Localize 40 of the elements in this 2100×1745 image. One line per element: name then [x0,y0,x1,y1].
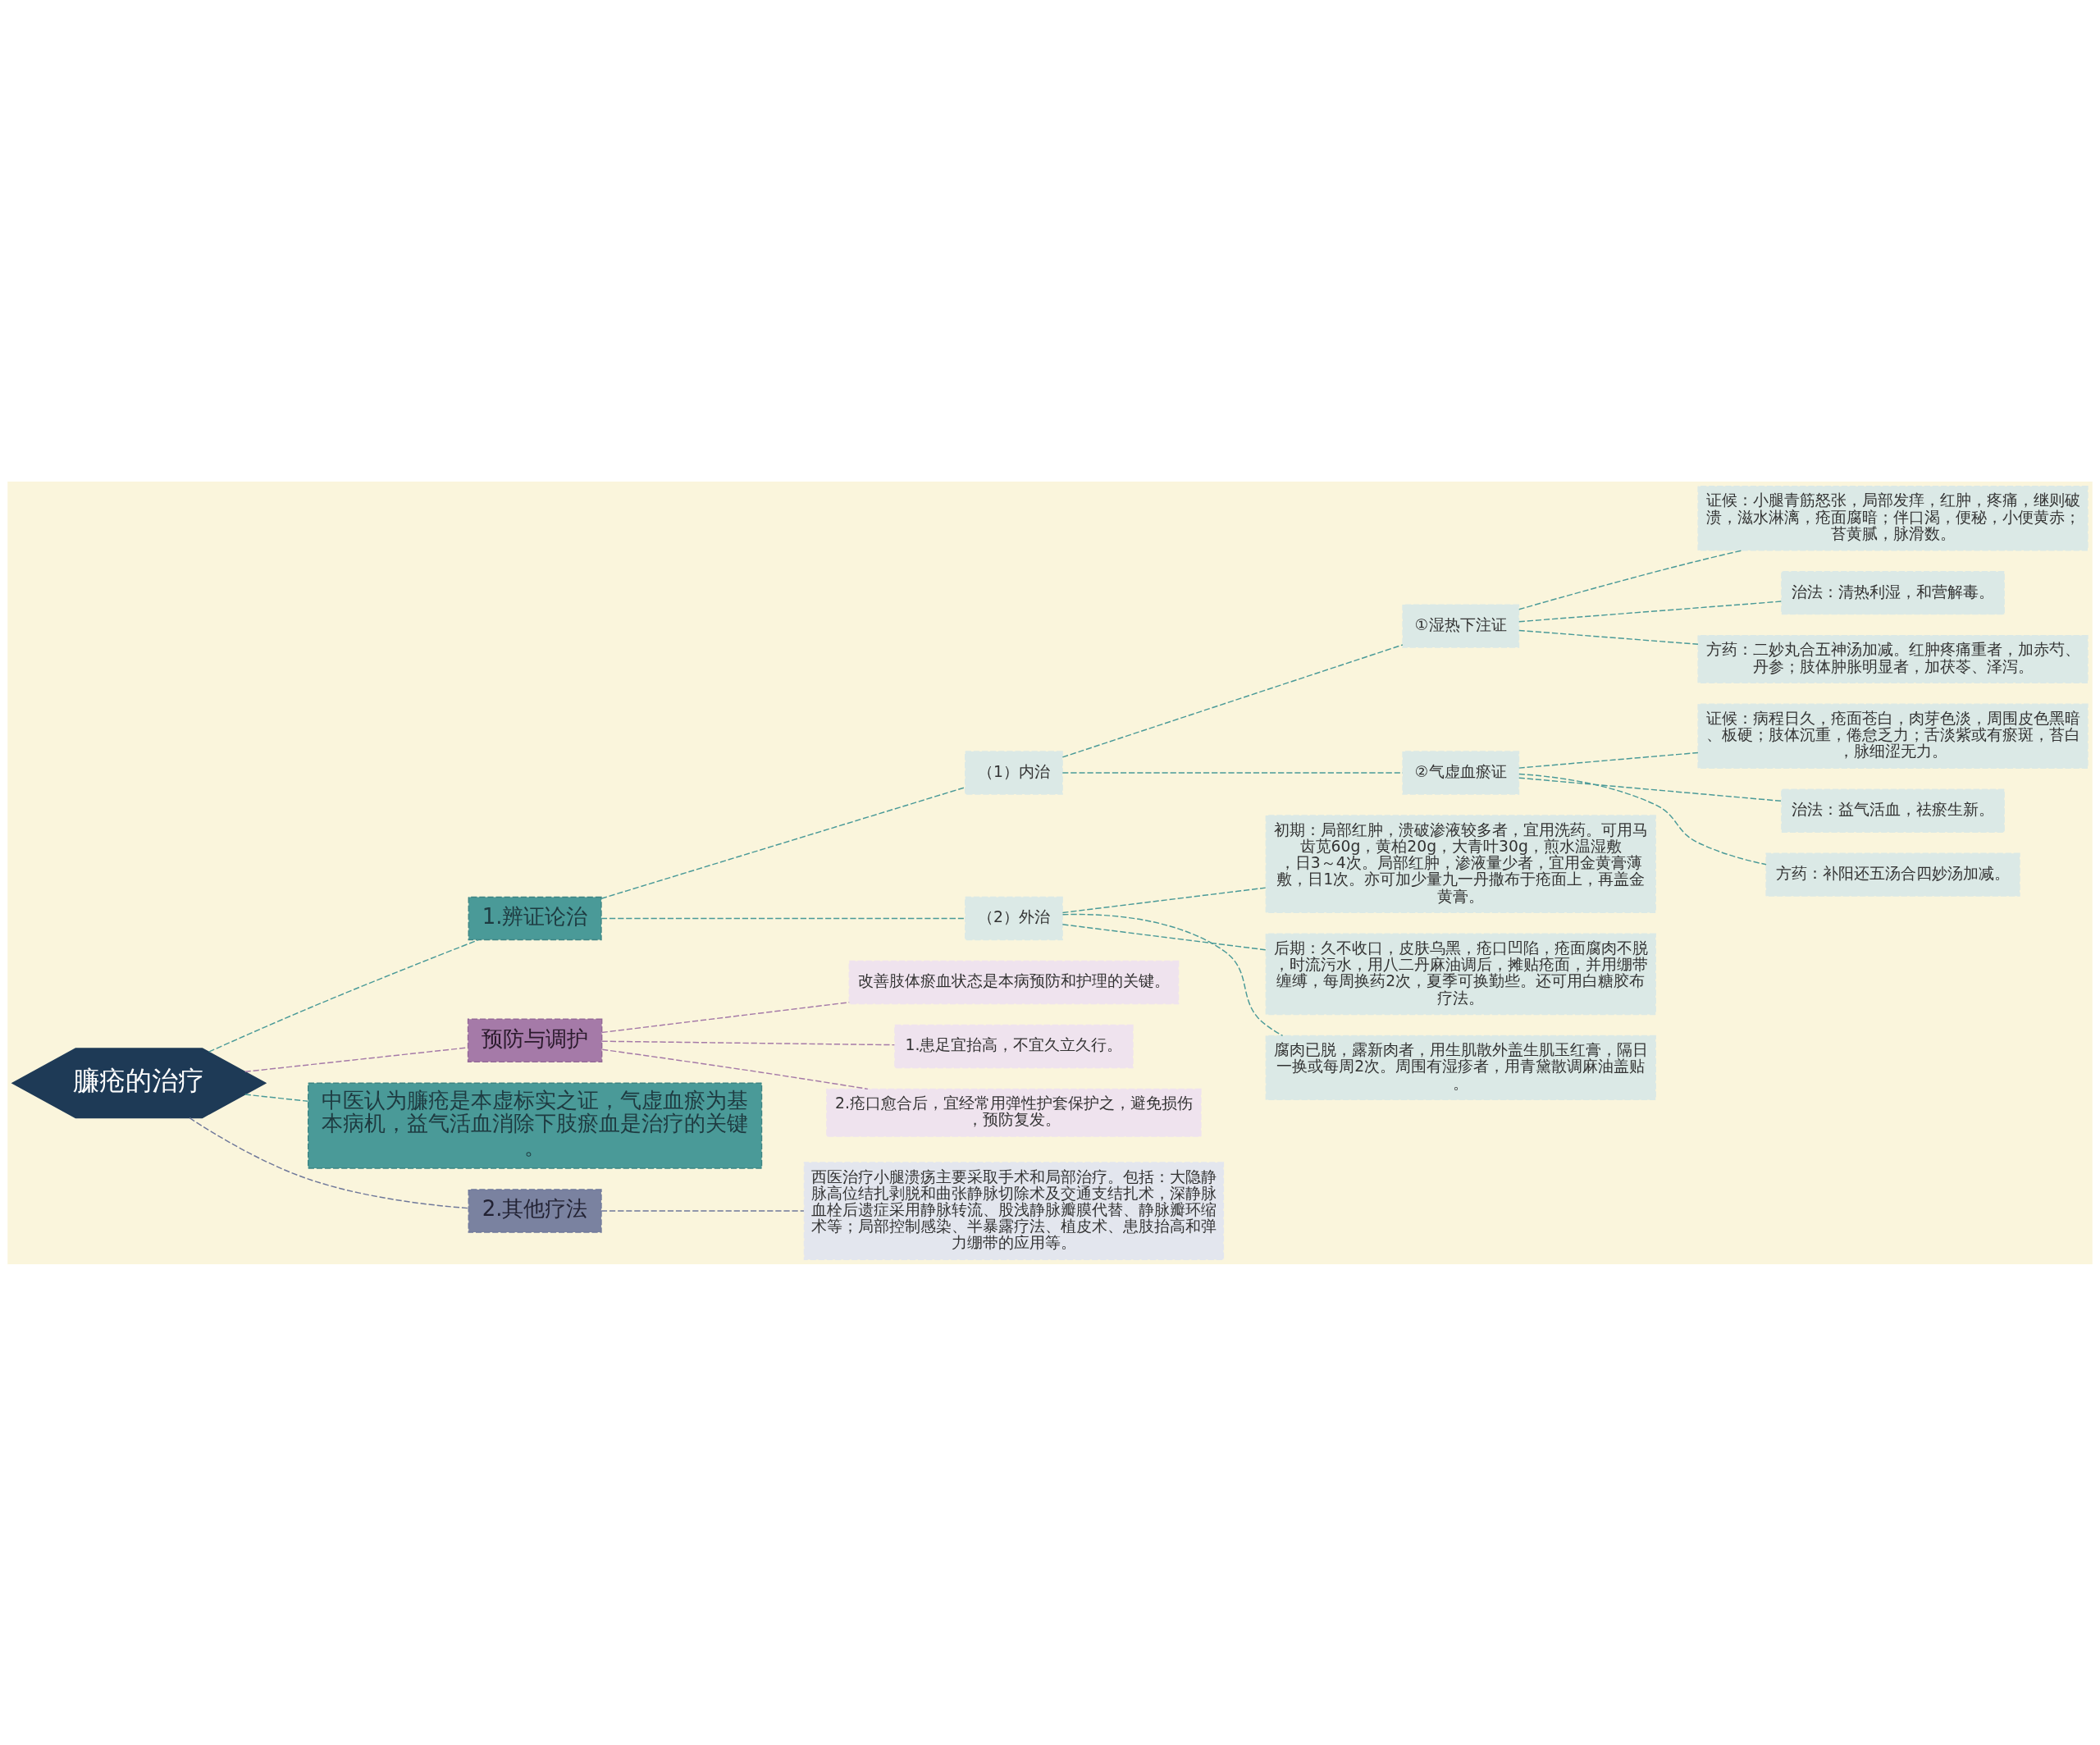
node-box: 证候：病程日久，疮面苍白，肉芽色淡，周围皮色黑暗、板硬；肢体沉重，倦怠乏力；舌淡紫或有瘀斑，苔白，脉细涩无力。 [1697,703,2089,769]
connector [1518,600,1783,622]
node-box: 预防与调护 [467,1018,603,1062]
connector [1061,923,1267,950]
connector [208,939,479,1053]
node-box: 治法：清热利湿，和营解毒。 [1781,570,2005,614]
connector [1518,549,1743,610]
connector [244,1046,469,1072]
connector [1518,773,1767,865]
node-box: 西医治疗小腿溃疡主要采取手术和局部治疗。包括：大隐静脉高位结扎剥脱和曲张静脉切除术及交通支结扎术，深静脉血栓后遗症采用静脉转流、股浅静脉瓣膜代替、静脉瓣环缩术等；局部控制感染、半暴露疗法、植皮术、患肢抬高和弹力绷带的应用等。 [803,1161,1225,1260]
node-box: （2）外治 [965,896,1063,940]
node-box: 1.患足宜抬高，不宜久立久行。 [894,1024,1134,1068]
node-box: 中医认为臁疮是本虚标实之证，气虚血瘀为基本病机，益气活血消除下肢瘀血是治疗的关键。 [308,1081,763,1169]
node-box: 1.辨证论治 [468,896,602,940]
connector [1061,643,1404,758]
node-box: 腐肉已脱，露新肉者，用生肌散外盖生肌玉红膏，隔日一换或每周2次。周围有湿疹者，用青黛散调麻油盖贴。 [1265,1035,1656,1100]
node-box: 2.疮口愈合后，宜经常用弹性护套保护之，避免损伤，预防复发。 [826,1088,1202,1137]
node-box: 方药：补阳还五汤合四妙汤加减。 [1765,852,2020,897]
connector [1061,913,1284,1036]
node-box: 后期：久不收口，皮肤乌黑，疮口凹陷，疮面腐肉不脱，时流污水，用八二丹麻油调后，摊贴疮面，并用绷带缠缚，每周换药2次，夏季可换勤些。还可用白糖胶布疗法。 [1265,933,1656,1015]
connector [244,1093,309,1102]
node-box: ②气虚血瘀证 [1402,750,1520,795]
node-box: 方药：二妙丸合五神汤加减。红肿疼痛重者，加赤芍、丹参；肢体肿胀明显者，加茯苓、泽泻。 [1697,634,2089,683]
connector [1518,776,1783,802]
node-box: 证候：小腿青筋怒张，局部发痒，红肿，疼痛，继则破溃，滋水淋漓，疮面腐暗；伴口渴，便秘，小便黄赤；苔黄腻，脉滑数。 [1697,485,2089,550]
connector [189,1117,469,1208]
node-box: （1）内治 [965,750,1063,795]
connector [1518,629,1699,645]
connector [1061,886,1267,913]
connector [601,1048,869,1089]
connector [600,917,966,919]
node-box: 改善肢体瘀血状态是本病预防和护理的关键。 [848,960,1180,1004]
node-box: ①湿热下注证 [1402,603,1520,648]
connector [600,786,966,899]
node-box: 2.其他疗法 [468,1188,602,1233]
node-box: 治法：益气活血，祛瘀生新。 [1781,788,2005,833]
connector [1518,751,1699,769]
connector [600,1209,805,1212]
connector [601,1040,896,1045]
node-box: 初期：局部红肿，溃破渗液较多者，宜用洗药。可用马齿苋60g，黄柏20g，大青叶30g，煎水温湿敷，日3～4次。局部红肿，渗液量少者，宜用金黄膏薄敷，日1次。亦可加少量九一丹撒布于疮面上，再盖金黄膏。 [1265,814,1656,913]
